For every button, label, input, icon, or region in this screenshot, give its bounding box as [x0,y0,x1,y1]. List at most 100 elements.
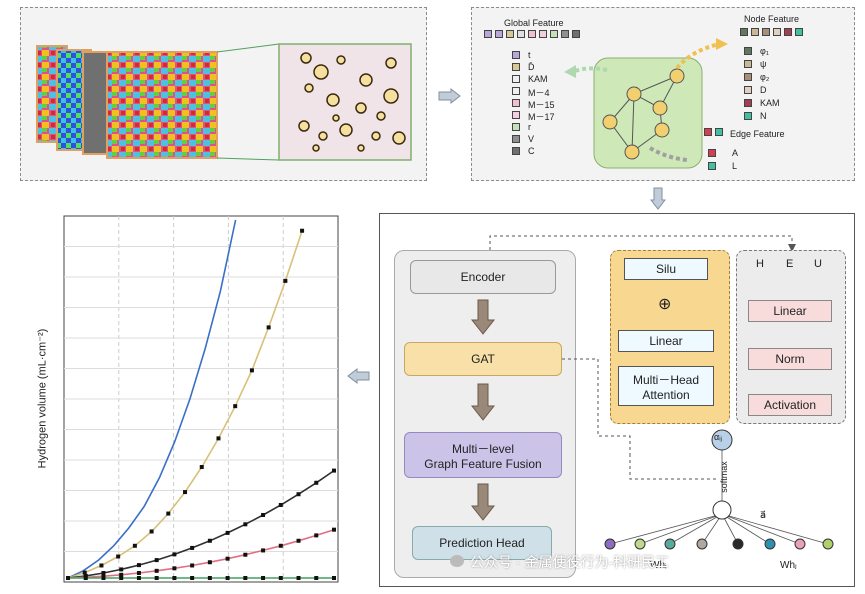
node-feature-item: φ₁ [744,46,814,59]
whi-label: Whᵢ [650,560,667,571]
y-axis-label: Hydrogen volume (mL·cm⁻²) [36,328,49,469]
silu-block: Silu [624,258,708,280]
data-point [207,560,212,565]
data-point [300,228,305,233]
data-point [172,576,177,580]
data-point [136,563,141,568]
node-feature-item: φ₂ [744,72,814,85]
microstructure-illustration [36,43,412,161]
data-point [154,576,159,580]
data-point [332,576,336,580]
e-input-label: E [786,258,794,270]
data-point [99,563,104,568]
data-point [314,576,319,580]
data-point [119,576,124,580]
data-point [154,568,159,573]
data-point [149,529,154,534]
data-point [119,572,124,577]
data-point [190,563,195,568]
a-vector-label: a⃗ [760,510,767,521]
global-feature-item: C [512,146,582,158]
data-point [296,538,301,543]
data-point [66,576,70,580]
softmax-label: softmax [718,461,729,493]
node-feature-list: φ₁ ψ φ₂ D KAM N [744,46,814,124]
node-feature-item: ψ [744,59,814,72]
data-point [101,576,106,580]
data-point [314,480,319,485]
data-point [296,576,301,580]
u-input-label: U [814,258,822,270]
series-line [67,528,335,579]
data-point [101,570,106,575]
data-point [314,533,319,538]
data-point [332,527,336,532]
data-point [243,552,248,557]
edge-feature-title: Edge Feature [730,129,785,139]
graph-illustration [564,38,728,169]
global-feature-item: M－4 [512,86,582,98]
global-feature-list: t D̄ KAM M－4 M－15 M－17 r V C [512,50,582,158]
data-point [190,545,195,550]
add-icon: ⊕ [658,296,672,313]
data-point [278,502,283,507]
data-point [261,548,266,553]
global-feature-item: D̄ [512,62,582,74]
norm-block: Norm [748,348,832,370]
data-point [225,576,230,580]
data-point [261,576,266,580]
data-point [278,543,283,548]
data-point [225,530,230,535]
data-point [172,566,177,571]
data-point [207,576,212,580]
global-feature-item: V [512,134,582,146]
data-point [166,511,171,516]
model-connectors [470,235,834,550]
node-feature-item: D [744,85,814,98]
data-point [225,556,230,561]
data-point [172,552,177,557]
data-point [278,576,283,580]
activation-block: Activation [748,394,832,416]
global-feature-vector [484,30,596,40]
edge-feature-vector [704,128,728,138]
h-input-label: H [756,258,764,270]
left-arrow-icon [347,368,370,384]
data-point [207,538,212,543]
series-line [67,469,335,579]
data-point [332,468,336,473]
alpha-label: αᵢⱼ [714,432,723,442]
graph-feature-panel: Global Feature t D̄ KAM M－4 M－15 M－17 r … [471,7,855,181]
edge-feature-item: L [708,161,768,174]
data-point [136,570,141,575]
encoder-block: Encoder [410,260,556,294]
data-point [132,543,137,548]
data-point [83,576,88,580]
edge-feature-item: A [708,148,768,161]
data-point [216,436,221,441]
data-point [183,490,188,495]
data-point [249,368,254,373]
right-arrow-icon [438,88,461,104]
chart-container: Hydrogen volume (mL·cm⁻²) [20,214,342,586]
data-point [154,558,159,563]
wechat-icon [450,555,464,567]
data-point [233,404,238,409]
watermark: 公众号 · 金属使役行为-科研民工 [450,552,669,572]
gat-block: GAT [404,342,562,376]
global-feature-item: r [512,122,582,134]
linear-block: Linear [618,330,714,352]
data-point [136,576,141,580]
global-feature-item: M－15 [512,98,582,110]
down-arrow-icon [650,187,666,210]
whj-label: Whⱼ [780,560,797,571]
node-feature-item: N [744,111,814,124]
microstructure-panel [20,7,427,181]
data-point [190,576,195,580]
data-point [82,570,87,575]
data-point [243,576,248,580]
data-point [116,554,121,559]
